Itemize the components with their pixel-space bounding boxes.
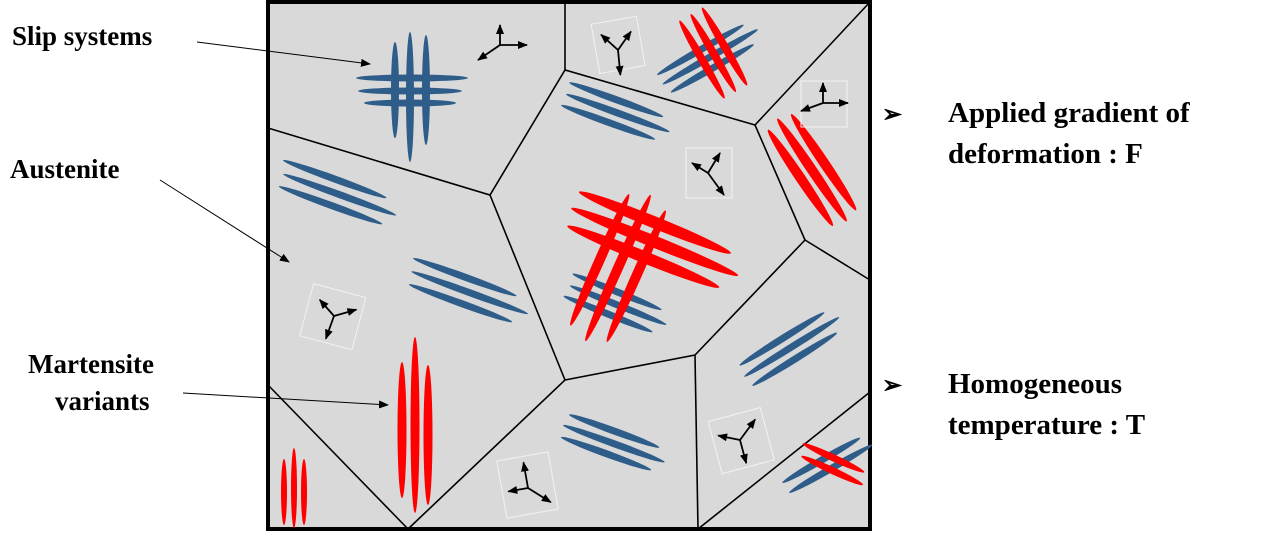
slip-band <box>413 257 517 297</box>
bullet-arrow-icon: ➢ <box>882 373 903 399</box>
loading-conditions: ➢ Applied gradient of deformation : F ➢ … <box>882 97 1190 441</box>
martensite-cross <box>567 191 739 342</box>
orientation-triad <box>707 407 775 475</box>
martensite-variant <box>767 114 857 226</box>
martensite-variant <box>281 448 307 528</box>
domain-border <box>266 0 872 531</box>
slip-band <box>739 312 825 366</box>
leader-line-austenite <box>159 179 290 263</box>
slip-system <box>561 82 670 140</box>
slip-band <box>283 159 387 199</box>
grain-boundary <box>697 391 871 530</box>
slip-band <box>408 284 513 323</box>
grain-boundary <box>804 239 871 281</box>
slip-system <box>560 414 665 471</box>
slip-band <box>278 186 383 225</box>
slip-band <box>364 99 456 107</box>
martensite-lath <box>410 337 420 513</box>
orientation-triad <box>496 451 559 519</box>
martensite-lath <box>777 118 847 222</box>
martensite-lath <box>578 191 731 254</box>
slip-band <box>569 285 667 325</box>
martensite-lath <box>397 362 407 498</box>
martensite-lath <box>585 194 651 342</box>
martensite-lath <box>281 459 287 525</box>
slip-band <box>569 82 664 118</box>
slip-band <box>563 424 665 463</box>
slip-band <box>566 93 670 133</box>
martensite-variant <box>397 337 433 513</box>
martensite-lath <box>802 443 865 473</box>
slip-band <box>569 414 660 448</box>
slip-systems <box>278 24 873 493</box>
slip-system <box>563 273 667 333</box>
martensite-variant <box>679 7 748 99</box>
slip-band <box>662 29 758 85</box>
slip-band <box>561 104 656 140</box>
orientation-triad <box>477 24 528 61</box>
martensite-lath <box>291 448 297 528</box>
label-slip-systems: Slip systems <box>12 21 152 51</box>
slip-band <box>572 273 662 311</box>
bullet-arrow-icon: ➢ <box>882 102 903 128</box>
slip-band <box>356 74 468 82</box>
slip-system-cross <box>356 32 468 162</box>
label-martensite-line1: Martensite <box>28 349 154 379</box>
slip-system <box>408 257 528 323</box>
slip-band <box>563 295 653 333</box>
slip-band <box>283 173 397 216</box>
slip-band <box>411 271 528 315</box>
orientation-triad <box>685 147 733 199</box>
martensite-lath <box>301 459 307 525</box>
orientation-triad <box>590 15 646 76</box>
orientation-triad <box>800 80 849 128</box>
martensite-lath <box>423 365 433 505</box>
slip-system <box>739 312 840 386</box>
slip-band <box>752 332 838 386</box>
martensite-variant <box>801 443 865 486</box>
slip-system <box>278 159 397 225</box>
grain-boundary <box>407 379 566 530</box>
label-martensite-line2: variants <box>55 386 150 416</box>
martensite-lath <box>570 194 630 326</box>
orientation-triads <box>299 15 849 519</box>
leader-line-martensite <box>182 392 389 409</box>
martensite-lath <box>767 129 834 226</box>
grain-boundary <box>267 384 409 530</box>
leader-line-slip-systems <box>196 41 371 67</box>
martensite-lath <box>790 114 857 211</box>
slip-band <box>744 317 840 377</box>
condition-deformation-line2: deformation : F <box>948 138 1143 170</box>
left-labels: Slip systems Austenite Martensite varian… <box>10 21 389 416</box>
orientation-triad <box>299 283 367 351</box>
condition-deformation-line1: Applied gradient of <box>948 97 1190 129</box>
martensite-variants <box>281 7 865 528</box>
martensite-lath <box>690 13 737 93</box>
condition-temperature-line2: temperature : T <box>948 409 1145 441</box>
slip-band <box>782 437 861 484</box>
slip-band <box>358 87 462 95</box>
martensite-lath <box>679 20 725 99</box>
polycrystal <box>266 0 872 531</box>
slip-band <box>406 32 414 162</box>
martensite-lath <box>701 7 748 86</box>
condition-temperature-line1: Homogeneous <box>948 368 1122 400</box>
martensite-lath <box>606 210 666 342</box>
grain-boundary <box>694 354 699 530</box>
slip-band <box>560 436 652 471</box>
label-austenite: Austenite <box>10 154 120 184</box>
martensite-lath <box>801 455 863 486</box>
